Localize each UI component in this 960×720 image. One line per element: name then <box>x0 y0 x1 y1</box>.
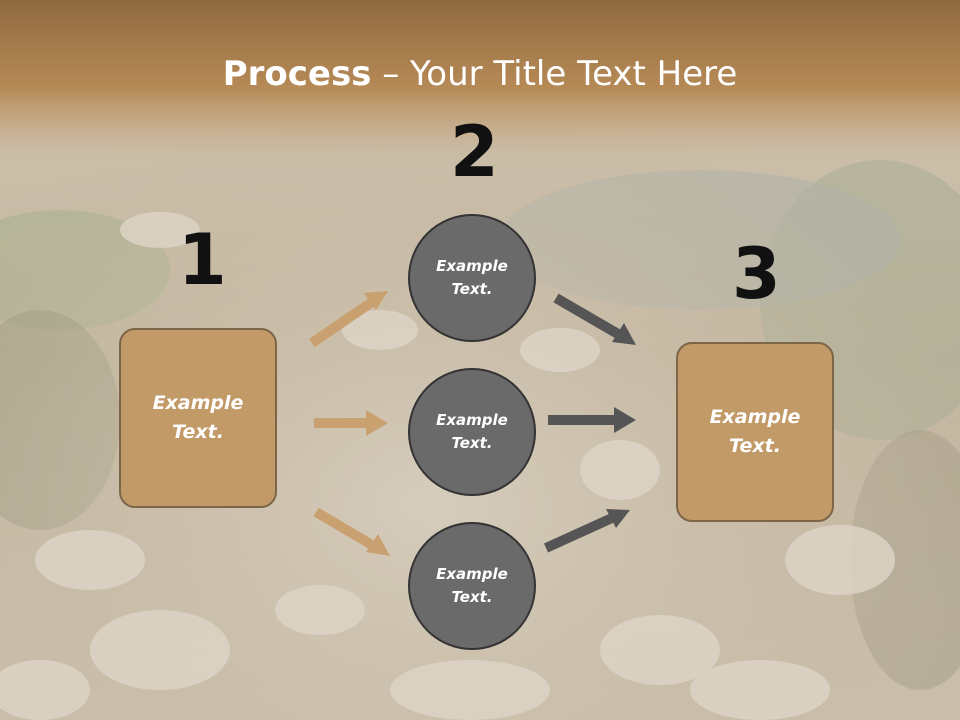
step-1-number: 1 <box>178 219 227 301</box>
step-1-box: Example Text. <box>119 328 277 508</box>
arrows <box>309 291 636 556</box>
slide-title: Process – Your Title Text Here <box>0 52 960 96</box>
step-2-circle-2-text: Example Text. <box>436 411 508 452</box>
step-3-box: Example Text. <box>676 342 834 522</box>
step-1-text: Example Text. <box>152 392 244 443</box>
arrow-1-to-2b <box>314 410 388 436</box>
step-2-circle-3: Example Text. <box>408 522 536 650</box>
title-bold: Process <box>222 54 372 94</box>
title-rest: – Your Title Text Here <box>371 54 738 94</box>
step-2-circle-1: Example Text. <box>408 214 536 342</box>
arrow-2c-to-3 <box>543 509 630 553</box>
arrow-1-to-2a <box>309 291 388 348</box>
step-2-circle-1-text: Example Text. <box>436 257 508 298</box>
step-2-number: 2 <box>450 111 499 193</box>
arrow-2a-to-3 <box>553 293 636 345</box>
step-3-text: Example Text. <box>709 406 801 457</box>
step-3-number: 3 <box>732 233 781 315</box>
step-2-circle-2: Example Text. <box>408 368 536 496</box>
arrow-1-to-2c <box>313 507 390 556</box>
step-2-circle-3-text: Example Text. <box>436 565 508 606</box>
arrow-2b-to-3 <box>548 407 636 433</box>
